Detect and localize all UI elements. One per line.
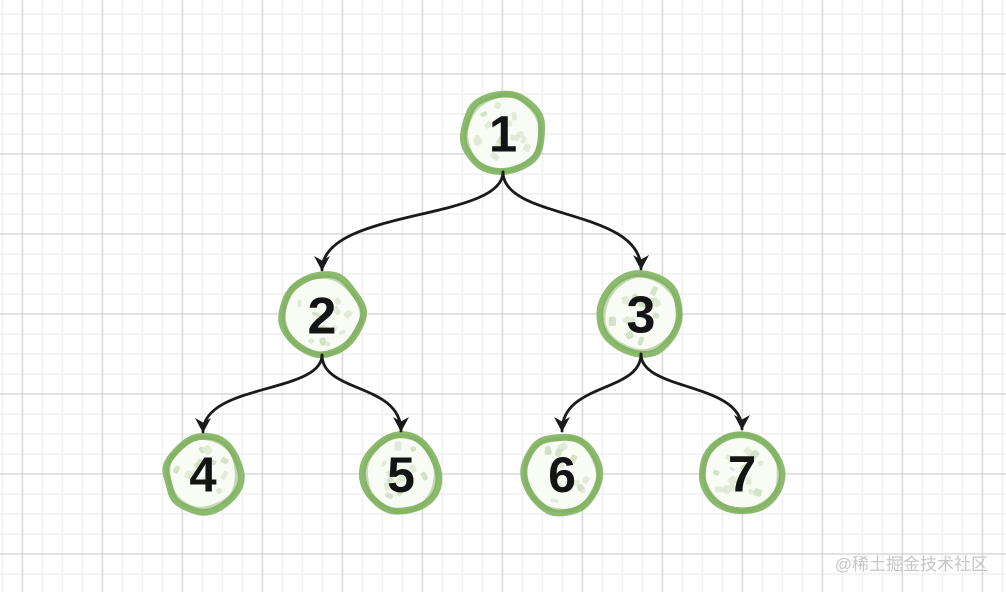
node-circle-stroke [278,271,368,359]
node-circle-stroke-overlap [523,436,601,513]
tree-node-label-7: 7 [728,445,756,502]
node-speckles [608,286,662,346]
tree-node-3: 3 [596,270,683,358]
tree-edge-3-6 [554,352,643,433]
node-circle-fill [281,274,364,355]
node-circle-stroke [520,433,604,517]
tree-edge-1-3 [501,170,649,271]
tree-node-label-5: 5 [387,447,415,503]
node-speckles [381,441,428,499]
node-circle-stroke-overlap [601,273,683,354]
node-speckles [297,297,353,347]
node-circle-stroke [162,432,245,516]
tree-node-7: 7 [698,431,786,515]
tree-edge-3-7 [639,352,750,431]
node-circle-fill [599,273,680,355]
node-circle-fill [362,434,439,512]
node-speckles [713,447,764,497]
tree-node-2: 2 [278,271,368,359]
node-circle-stroke-overlap [701,432,781,514]
tree-node-label-2: 2 [308,288,337,346]
node-circle-stroke [359,431,443,515]
tree-node-label-3: 3 [627,287,656,345]
tree-edges-layer [195,170,750,434]
tree-node-label-4: 4 [189,449,216,503]
node-circle-fill [523,437,600,513]
tree-node-6: 6 [520,433,604,517]
node-circle-stroke-overlap [363,434,439,514]
node-circle-stroke [698,431,786,515]
node-circle-fill [702,434,783,511]
node-circle-fill [165,436,242,513]
node-speckles [473,101,531,161]
watermark: @稀土掘金技术社区 [835,555,988,574]
node-speckles [544,442,590,503]
tree-edge-1-2 [314,170,505,272]
node-circle-stroke-overlap [166,435,240,512]
tree-node-4: 4 [162,432,245,516]
tree-edge-2-5 [320,353,409,433]
node-circle-stroke-overlap [463,92,543,174]
tree-nodes-layer: 1 2 3 4 5 6 7 [162,90,786,517]
node-circle-stroke-overlap [281,274,364,357]
node-circle-stroke [459,90,546,175]
tree-node-5: 5 [359,431,443,515]
tree-node-label-6: 6 [548,447,576,503]
tree-node-label-1: 1 [489,105,517,162]
tree-edge-2-4 [195,353,324,434]
node-circle-stroke [596,270,683,358]
node-speckles [173,444,229,495]
tree-node-1: 1 [459,90,546,175]
